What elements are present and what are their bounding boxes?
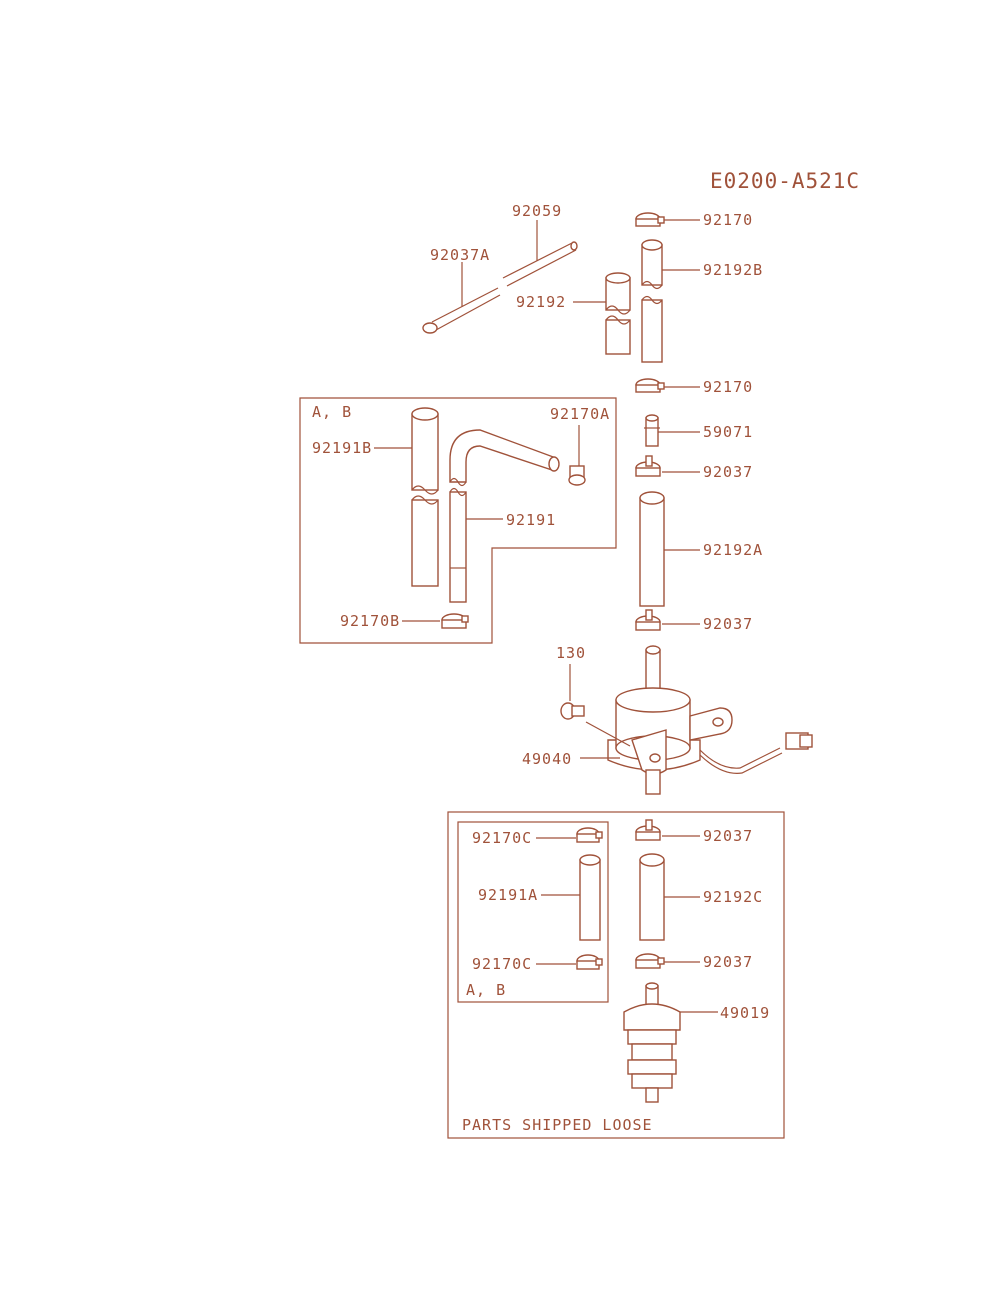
- box-ab-upper: [299, 397, 617, 644]
- label-49040[interactable]: 49040: [522, 750, 572, 768]
- label-92170B[interactable]: 92170B: [340, 612, 400, 630]
- label-92170A[interactable]: 92170A: [550, 405, 610, 423]
- box-parts-shipped-loose: [447, 811, 785, 1139]
- part-92059-rod[interactable]: [502, 241, 578, 287]
- label-92037-2[interactable]: 92037: [703, 615, 753, 633]
- part-92191A-hose[interactable]: [579, 854, 601, 941]
- box-ab-lower-label: A, B: [466, 981, 506, 999]
- label-92170-mid[interactable]: 92170: [703, 378, 753, 396]
- label-59071[interactable]: 59071: [703, 423, 753, 441]
- part-92170B-clamp[interactable]: [441, 613, 469, 629]
- part-49040-fuel-pump[interactable]: [607, 645, 813, 795]
- label-92037A[interactable]: 92037A: [430, 246, 490, 264]
- part-92170C-clamp-2[interactable]: [576, 954, 603, 970]
- label-92037-3[interactable]: 92037: [703, 827, 753, 845]
- leader-130-to-pump: [585, 721, 631, 747]
- label-92037-1[interactable]: 92037: [703, 463, 753, 481]
- part-92170-clamp-mid[interactable]: [635, 378, 665, 393]
- part-92191B-hose[interactable]: [411, 407, 439, 587]
- part-92170C-clamp-1[interactable]: [576, 827, 603, 843]
- part-92192C-hose[interactable]: [639, 853, 665, 941]
- part-92037A-rod[interactable]: [422, 287, 501, 334]
- box-ab-upper-label: A, B: [312, 403, 352, 421]
- part-92037-clamp-3[interactable]: [635, 819, 661, 841]
- label-92170C-1[interactable]: 92170C: [472, 829, 532, 847]
- label-130[interactable]: 130: [556, 644, 586, 662]
- part-92037-clamp-2[interactable]: [635, 609, 661, 631]
- label-92192B[interactable]: 92192B: [703, 261, 763, 279]
- label-92170C-2[interactable]: 92170C: [472, 955, 532, 973]
- part-49019-fuel-filter[interactable]: [623, 982, 681, 1103]
- part-130-bolt[interactable]: [560, 702, 585, 720]
- box-parts-shipped-loose-label: PARTS SHIPPED LOOSE: [462, 1116, 653, 1134]
- part-92170-clamp-top[interactable]: [635, 212, 665, 227]
- part-92191-bent-hose[interactable]: [449, 429, 560, 603]
- part-92037-clamp-4[interactable]: [635, 953, 665, 969]
- label-92192[interactable]: 92192: [516, 293, 566, 311]
- label-92192A[interactable]: 92192A: [703, 541, 763, 559]
- label-49019[interactable]: 49019: [720, 1004, 770, 1022]
- label-92059[interactable]: 92059: [512, 202, 562, 220]
- part-59071-fitting[interactable]: [644, 414, 660, 447]
- part-92192A-hose[interactable]: [639, 491, 665, 607]
- diagram-code: E0200-A521C: [710, 169, 860, 193]
- label-92191A[interactable]: 92191A: [478, 886, 538, 904]
- part-92192B-hose[interactable]: [641, 239, 663, 363]
- label-92192C[interactable]: 92192C: [703, 888, 763, 906]
- part-92037-clamp-1[interactable]: [635, 455, 661, 477]
- label-92191B[interactable]: 92191B: [312, 439, 372, 457]
- label-92170-top[interactable]: 92170: [703, 211, 753, 229]
- part-92170A-clamp[interactable]: [568, 465, 586, 486]
- part-92192-hose[interactable]: [605, 272, 631, 355]
- label-92037-4[interactable]: 92037: [703, 953, 753, 971]
- label-92191[interactable]: 92191: [506, 511, 556, 529]
- box-ab-lower: [457, 821, 609, 1003]
